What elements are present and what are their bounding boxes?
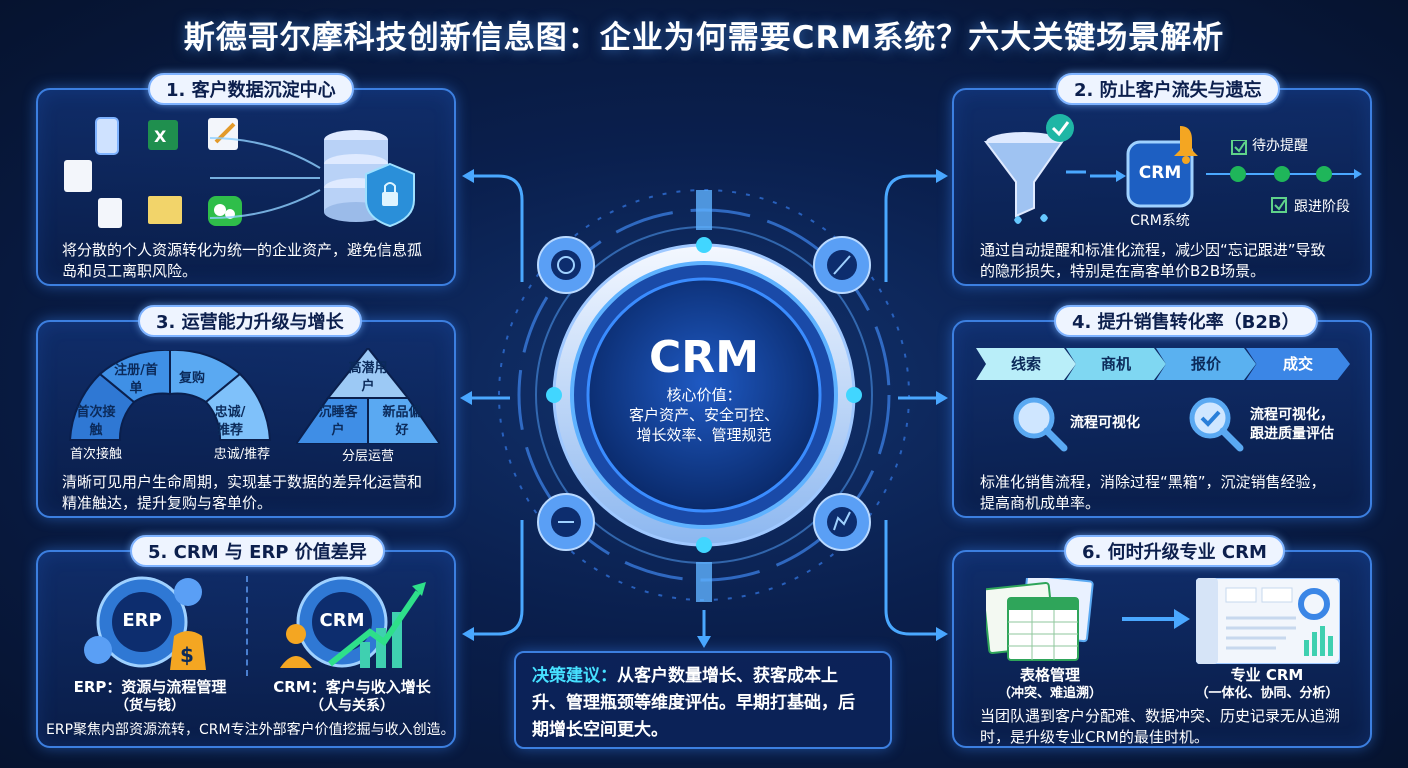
panel2-desc-line2: 的隐形损失，特别是在高客单价B2B场景。 [980,262,1266,280]
decision-line3: 期增长空间更大。 [532,720,668,740]
panel6-heading: 6. 何时升级专业 CRM [1064,535,1285,567]
pyramid-label-new: 新品偏好 [382,405,422,438]
center-value-line2: 增长效率、管理规范 [636,426,772,444]
funnel-icon [984,114,1086,224]
panel1-heading: 1. 客户数据沉淀中心 [148,73,354,105]
upgrade-arrow-icon [1122,609,1190,629]
wechat-icon [208,196,209,197]
panel5-erp-title: ERP：资源与流程管理 [73,678,227,696]
excel-icon [148,120,149,121]
panel6-right-sub: （一体化、协同、分析） [1195,686,1339,701]
center-hub-graphic [498,189,910,602]
lifecycle-arc-icon [68,350,272,441]
panel5-crm-sub: （人与关系） [310,698,394,714]
timeline-icon [1206,140,1362,213]
panel6-left-sub: （冲突、难追溯） [997,686,1102,701]
arc-label-repurchase: 复购 [178,371,205,386]
magnifier-icon [1013,397,1068,452]
decision-line1-rest: 从客户数量增长、获客成本上 [617,666,838,686]
svg-text:X: X [154,127,167,146]
arc-bottom-left: 首次接触 [69,447,122,462]
panel5-desc-line1: ERP聚焦内部资源流转，CRM专注外部客户价值挖掘与收入创造。 [46,722,455,738]
magnifier-check-icon [1189,397,1244,452]
crm-dashboard-icon [1196,578,1340,664]
panel5-divider [246,576,248,676]
panel3-desc-line1: 清晰可见用户生命周期，实现基于数据的差异化运营和 [62,473,423,491]
panel2-crm-caption: CRM系统 [1130,213,1190,229]
panel1-desc-line1: 将分散的个人资源转化为统一的企业资产，避免信息孤 [62,241,423,259]
arc-label-register: 注册/首单 [114,363,158,396]
panel2-heading: 2. 防止客户流失与遗忘 [1056,73,1280,105]
pyramid-label-dormant: 沉睡客户 [318,405,358,438]
stage-opportunity: 商机 [1066,348,1166,380]
center-crm-label: CRM [649,332,759,383]
center-value-heading: 核心价值： [666,386,742,404]
panel2-desc-line1: 通过自动提醒和标准化流程，减少因“忘记跟进”导致 [980,241,1326,259]
arc-label-first-contact: 首次接触 [76,405,116,438]
decision-line2: 升、管理瓶颈等维度评估。早期打基础，后 [532,693,855,713]
decision-line1: 决策建议：从客户数量增长、获客成本上 [532,663,874,690]
stage-closed: 成交 [1246,348,1350,380]
panel5-erp-badge: ERP [122,610,162,631]
panel2-followup-label: 跟进阶段 [1294,199,1350,215]
panel3-heading: 3. 运营能力升级与增长 [138,305,362,337]
panel2-todo-label: 待办提醒 [1252,138,1308,154]
crm-growth-icon [280,576,426,668]
database-lock-icon [210,130,415,228]
page-title: 斯德哥尔摩科技创新信息图：企业为何需要CRM系统？六大关键场景解析 [183,20,1225,56]
stage-quote: 报价 [1156,348,1256,380]
panel4-heading: 4. 提升销售转化率（B2B） [1054,305,1318,337]
stage-lead: 线索 [976,348,1076,380]
pyramid-label-high: 高潜用户 [348,361,388,394]
decision-label: 决策建议： [532,666,617,686]
panel5-heading: 5. CRM 与 ERP 价值差异 [130,535,385,567]
decision-advice-box: 决策建议：从客户数量增长、获客成本上 升、管理瓶颈等维度评估。早期打基础，后 期… [514,651,892,749]
data-sources-icon: X [64,117,242,228]
panel4-right-label-line2: 跟进质量评估 [1250,426,1334,442]
panel4-desc-line2: 提高商机成单率。 [980,494,1101,512]
panel6-desc-line2: 时，是升级专业CRM的最佳时机。 [980,728,1209,746]
panel2-crm-badge: CRM [1138,163,1182,183]
svg-text:$: $ [180,643,194,667]
pyramid-caption: 分层运营 [341,449,394,464]
segmentation-pyramid-icon [296,348,440,444]
center-value-line1: 客户资产、安全可控、 [628,406,779,424]
arc-bottom-right: 忠诚/推荐 [213,447,271,462]
panel6-right-title: 专业 CRM [1230,666,1304,684]
panel5-crm-title: CRM：客户与收入增长 [273,678,431,696]
panel1-desc-line2: 岛和员工离职风险。 [62,262,198,280]
panel4-right-label-line1: 流程可视化， [1250,407,1334,423]
panel4-left-label: 流程可视化 [1070,415,1140,431]
panel6-left-title: 表格管理 [1019,666,1080,684]
panel4-desc-line1: 标准化销售流程，消除过程“黑箱”，沉淀销售经验， [980,473,1326,491]
panel6-desc-line1: 当团队遇到客户分配难、数据冲突、历史记录无从追溯 [980,707,1341,725]
arc-label-loyalty: 忠诚/推荐 [214,405,246,438]
spreadsheets-icon [986,578,1094,661]
panel5-erp-sub: （货与钱） [115,698,185,714]
panel3-desc-line2: 精准触达，提升复购与客单价。 [62,494,273,512]
erp-gear-icon: $ [84,576,206,670]
crm-system-badge-icon [1090,126,1198,208]
panel5-crm-badge: CRM [319,610,365,631]
